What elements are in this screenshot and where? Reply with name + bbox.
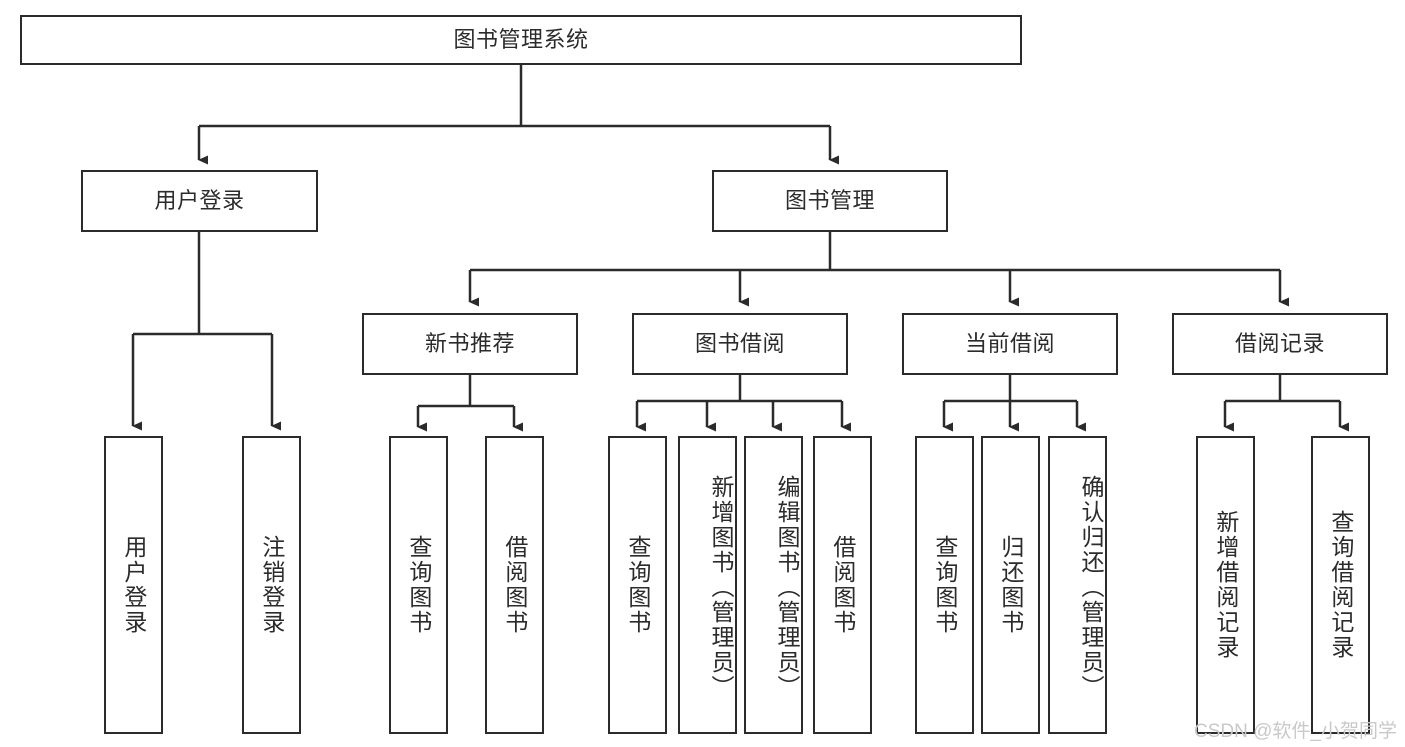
node-leaf-confirm-return-admin[interactable]: 确认归还（管理员） <box>1048 436 1107 734</box>
node-leaf-user-login[interactable]: 用户登录 <box>104 436 163 734</box>
node-leaf-add-book-admin[interactable]: 新增图书（管理员） <box>678 436 737 734</box>
node-leaf-borrow-book-recommend[interactable]: 借阅图书 <box>485 436 544 734</box>
node-user-login[interactable]: 用户登录 <box>81 170 318 232</box>
node-leaf-edit-book-admin[interactable]: 编辑图书（管理员） <box>744 436 803 734</box>
node-leaf-query-borrow-record[interactable]: 查询借阅记录 <box>1311 436 1370 734</box>
node-leaf-query-book-recommend[interactable]: 查询图书 <box>389 436 448 734</box>
node-leaf-query-book-borrow[interactable]: 查询图书 <box>608 436 667 734</box>
node-book-manage[interactable]: 图书管理 <box>712 170 948 232</box>
node-borrow-record[interactable]: 借阅记录 <box>1172 313 1388 375</box>
node-new-book-recommend[interactable]: 新书推荐 <box>362 313 578 375</box>
csdn-watermark: CSDN @软件_小贺同学 <box>1194 721 1397 742</box>
node-leaf-borrow-book-borrow[interactable]: 借阅图书 <box>813 436 872 734</box>
node-leaf-return-book[interactable]: 归还图书 <box>981 436 1040 734</box>
node-leaf-logout-login[interactable]: 注销登录 <box>242 436 301 734</box>
node-book-borrow[interactable]: 图书借阅 <box>632 313 848 375</box>
node-leaf-add-borrow-record[interactable]: 新增借阅记录 <box>1196 436 1255 734</box>
node-root-system[interactable]: 图书管理系统 <box>20 15 1022 65</box>
node-current-borrow[interactable]: 当前借阅 <box>902 313 1118 375</box>
node-leaf-query-book-current[interactable]: 查询图书 <box>915 436 974 734</box>
